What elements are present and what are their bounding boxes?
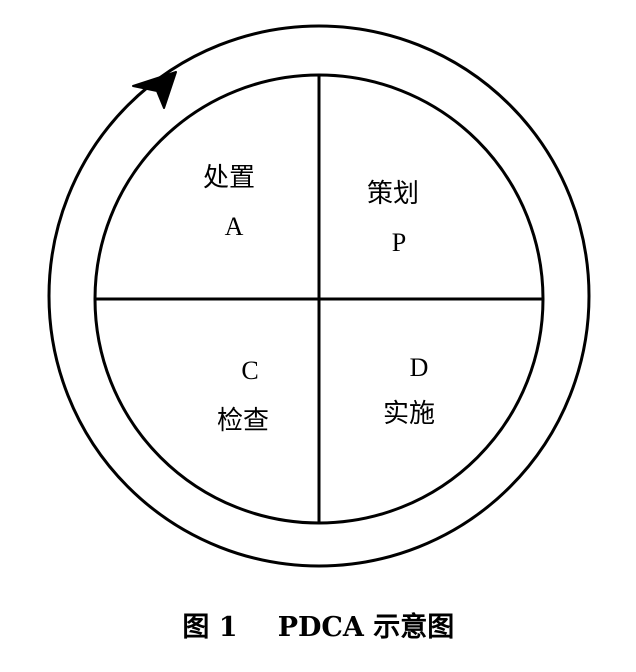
quadrant-c-name: 检查 <box>217 406 269 436</box>
quadrant-p-name: 策划 <box>367 179 419 209</box>
figure-label: 图 1 <box>182 612 237 643</box>
quadrant-a-name: 处置 <box>203 163 255 193</box>
cycle-arrow-icon <box>132 71 177 109</box>
outer-cycle-ring <box>47 24 591 568</box>
quadrant-p-letter: P <box>392 228 406 257</box>
quadrant-a-letter: A <box>225 212 244 241</box>
figure-title: PDCA 示意图 <box>278 611 455 643</box>
quadrant-c-letter: C <box>241 356 258 385</box>
quadrant-d-name: 实施 <box>383 399 435 429</box>
quadrant-d-letter: D <box>410 353 429 382</box>
